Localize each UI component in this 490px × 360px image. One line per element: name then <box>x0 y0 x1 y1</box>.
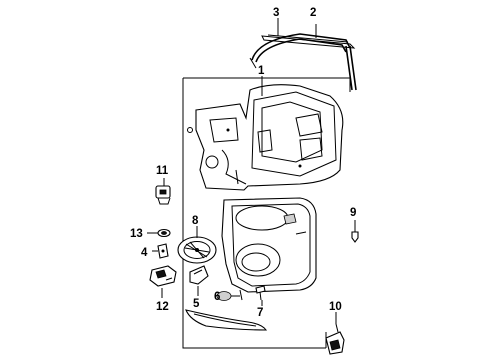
lower-trim-strip <box>185 309 268 331</box>
callouts: 1 2 3 4 5 6 7 8 9 10 11 12 13 <box>130 7 356 319</box>
callout-5: 5 <box>193 298 200 310</box>
escutcheon-4 <box>157 243 169 259</box>
door-inner-panel <box>187 84 344 191</box>
callout-10: 10 <box>329 301 342 313</box>
callout-11: 11 <box>156 165 169 177</box>
leader-lines <box>147 18 356 324</box>
pull-cup-5 <box>189 265 209 285</box>
window-weatherstrip <box>249 33 357 91</box>
bracket-10 <box>325 323 345 355</box>
screw-7 <box>255 285 266 301</box>
callout-9: 9 <box>350 207 356 219</box>
callout-6: 6 <box>214 291 220 303</box>
callout-1: 1 <box>258 65 265 77</box>
callout-2: 2 <box>310 7 316 19</box>
pin-9 <box>351 231 359 243</box>
callout-4: 4 <box>141 247 148 259</box>
callout-12: 12 <box>156 301 169 313</box>
callout-7: 7 <box>257 307 263 319</box>
callout-8: 8 <box>192 215 199 227</box>
callout-3: 3 <box>273 7 279 19</box>
callout-13: 13 <box>130 228 143 240</box>
speaker-grille <box>177 236 217 264</box>
door-trim-panel <box>221 197 317 301</box>
trim-clip-11 <box>155 185 171 205</box>
handle-bracket-12 <box>149 265 177 287</box>
retainer-clip-13 <box>157 228 171 238</box>
